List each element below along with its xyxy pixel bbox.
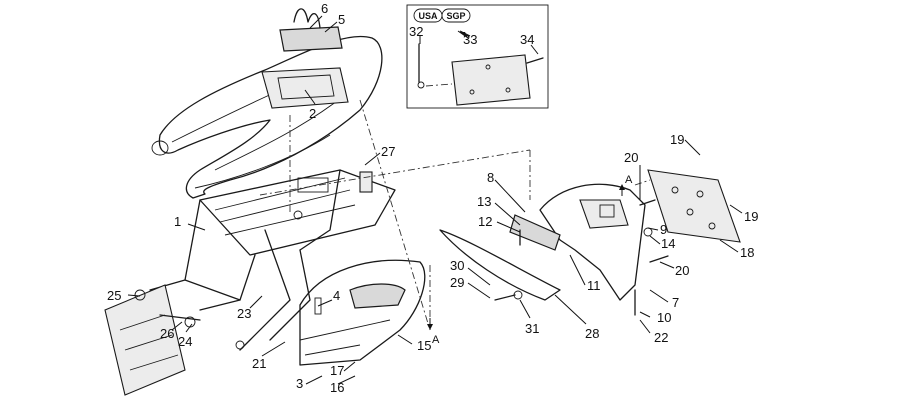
callout-30: 30 xyxy=(450,258,464,273)
callout-32: 32 xyxy=(409,24,423,39)
callout-4: 4 xyxy=(333,288,340,303)
section-marker-a-lower: A xyxy=(432,334,440,346)
inset-usa-sgp: USA SGP xyxy=(406,4,549,109)
callout-15: 15 xyxy=(417,338,431,353)
section-marker-a-upper: A xyxy=(625,174,633,186)
callout-28: 28 xyxy=(585,326,599,341)
callout-24: 24 xyxy=(178,334,192,349)
callout-19-top: 19 xyxy=(670,132,684,147)
callout-22: 22 xyxy=(654,330,668,345)
callout-23: 23 xyxy=(237,306,251,321)
callout-12: 12 xyxy=(478,214,492,229)
left-bracket xyxy=(104,284,201,396)
callout-21: 21 xyxy=(252,356,266,371)
callout-25: 25 xyxy=(107,288,121,303)
callout-9: 9 xyxy=(660,222,667,237)
callout-16: 16 xyxy=(330,380,344,395)
bracket-13 xyxy=(509,214,561,251)
alignment-lines xyxy=(259,99,651,331)
callout-7: 7 xyxy=(672,295,679,310)
arrows xyxy=(427,30,625,330)
side-panel-28 xyxy=(439,229,561,301)
callout-20-lower: 20 xyxy=(675,263,689,278)
seat-tray xyxy=(261,67,349,109)
license-plate xyxy=(451,54,531,106)
undertray xyxy=(299,259,426,366)
callout-19-right: 19 xyxy=(744,209,758,224)
callout-10: 10 xyxy=(657,310,671,325)
rear-frame xyxy=(149,169,396,351)
rear-seat xyxy=(151,8,383,199)
inset-frame xyxy=(406,4,549,109)
sgp-badge-label: SGP xyxy=(446,11,465,21)
toolkit-bag xyxy=(279,26,343,52)
rear-fender-assembly xyxy=(439,183,646,301)
callout-29: 29 xyxy=(450,275,464,290)
callout-5: 5 xyxy=(338,12,345,27)
callout-18: 18 xyxy=(740,245,754,260)
callout-1: 1 xyxy=(174,214,181,229)
callout-13: 13 xyxy=(477,194,491,209)
callout-34: 34 xyxy=(520,32,534,47)
plate-holder xyxy=(634,169,741,316)
usa-badge-label: USA xyxy=(418,11,438,21)
callout-8: 8 xyxy=(487,170,494,185)
callout-6: 6 xyxy=(321,1,328,16)
callout-31: 31 xyxy=(525,321,539,336)
screw-34 xyxy=(526,57,544,64)
callout-26: 26 xyxy=(160,326,174,341)
callout-27: 27 xyxy=(381,144,395,159)
callout-14: 14 xyxy=(661,236,675,251)
callout-33: 33 xyxy=(463,32,477,47)
callouts: 1 2 3 4 5 6 7 8 9 10 11 12 13 14 15 16 1… xyxy=(107,1,758,395)
callout-17: 17 xyxy=(330,363,344,378)
callout-3: 3 xyxy=(296,376,303,391)
callout-20-top: 20 xyxy=(624,150,638,165)
sgp-badge xyxy=(441,8,471,23)
callout-11: 11 xyxy=(587,278,601,293)
leader-lines xyxy=(127,15,743,385)
callout-2: 2 xyxy=(309,106,316,121)
strap xyxy=(293,8,321,29)
